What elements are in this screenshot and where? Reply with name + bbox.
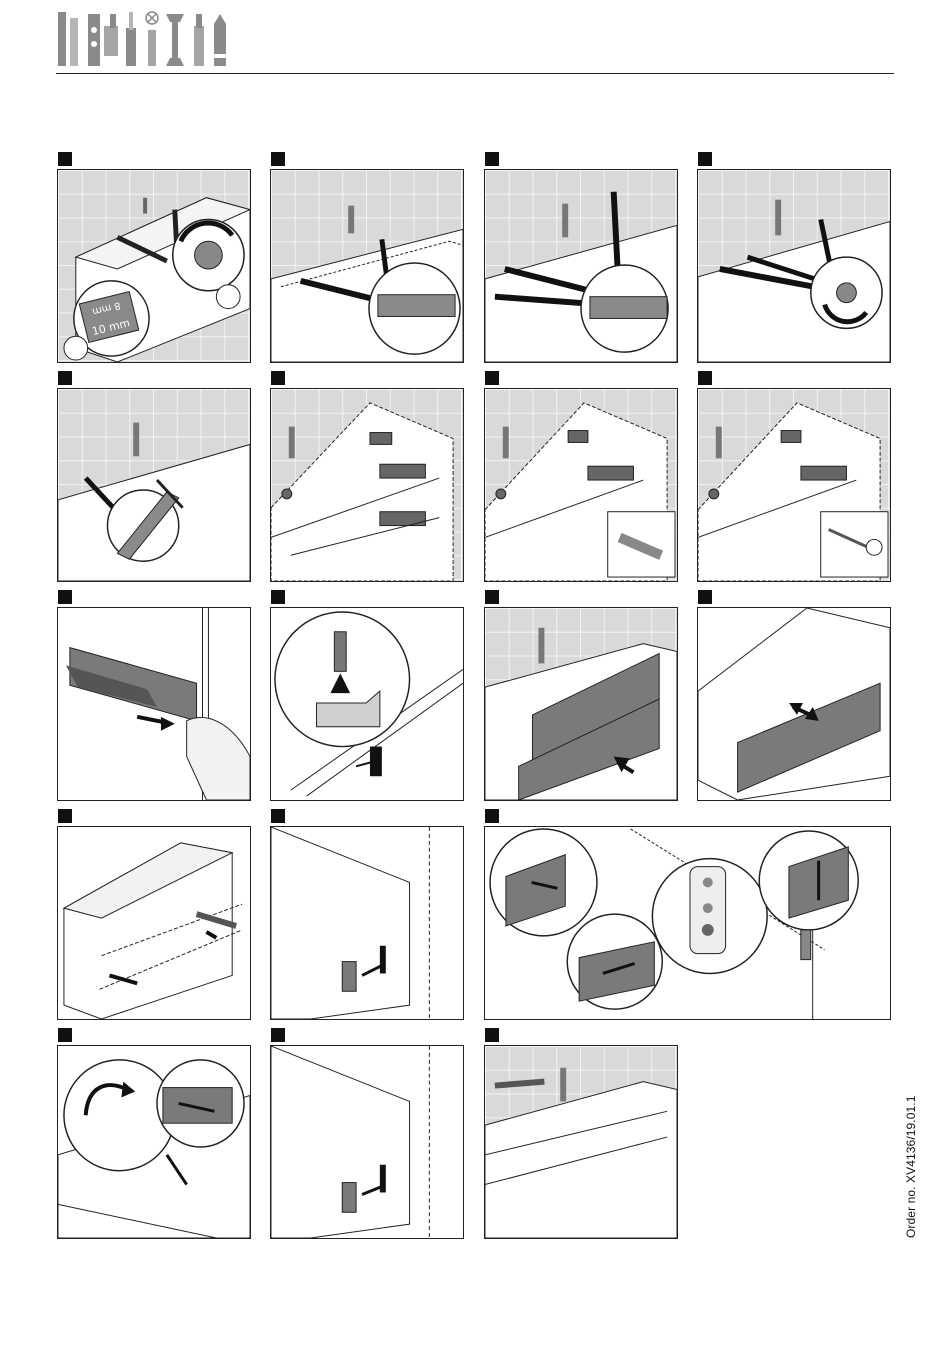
step-marker-3 (485, 152, 499, 166)
step-marker-7 (485, 371, 499, 385)
level-icon (58, 12, 78, 66)
step-8-panel (697, 388, 891, 582)
step-9-illustration (58, 608, 250, 800)
step-marker-5 (58, 371, 72, 385)
step-10-illustration (271, 608, 463, 800)
step-18-panel (484, 1045, 678, 1239)
tool-circle-icon (146, 12, 158, 66)
tool-icons-header (56, 8, 232, 70)
step-marker-4 (698, 152, 712, 166)
step-marker-9 (58, 590, 72, 604)
step-6-panel (270, 388, 464, 582)
step-marker-11 (485, 590, 499, 604)
pencil-icon (214, 14, 226, 66)
step-marker-10 (271, 590, 285, 604)
step-15-illustration (485, 827, 890, 1019)
step-1-panel: 8 mm 10 mm (57, 169, 251, 363)
drill-icon (88, 14, 118, 66)
step-16-panel (57, 1045, 251, 1239)
header-rule (56, 73, 894, 74)
step-marker-16 (58, 1028, 72, 1042)
step-8-illustration (698, 389, 890, 581)
step-6-illustration (271, 389, 463, 581)
step-14-panel (270, 826, 464, 1020)
step-4-panel (697, 169, 891, 363)
step-18-illustration (485, 1046, 677, 1238)
wrench-icon (166, 14, 184, 66)
step-marker-17 (271, 1028, 285, 1042)
step-11-panel (484, 607, 678, 801)
step-10-panel (270, 607, 464, 801)
step-1-illustration: 8 mm 10 mm (58, 170, 250, 362)
step-2-panel (270, 169, 464, 363)
step-3-illustration (485, 170, 677, 362)
step-13-panel (57, 826, 251, 1020)
step-7-panel (484, 388, 678, 582)
step-3-panel (484, 169, 678, 363)
step-marker-15 (485, 809, 499, 823)
step-marker-18 (485, 1028, 499, 1042)
step-4-illustration (698, 170, 890, 362)
step-marker-1 (58, 152, 72, 166)
step-17-illustration (271, 1046, 463, 1238)
step-marker-2 (271, 152, 285, 166)
step-marker-8 (698, 371, 712, 385)
screwdriver-icon (126, 12, 136, 66)
step-9-panel (57, 607, 251, 801)
order-number: Order no. XV4136/19.01.1 (904, 1098, 918, 1238)
step-7-illustration (485, 389, 677, 581)
step-marker-6 (271, 371, 285, 385)
step-5-panel (57, 388, 251, 582)
step-14-illustration (271, 827, 463, 1019)
step-marker-13 (58, 809, 72, 823)
caulk-icon (194, 14, 204, 66)
step-13-illustration (58, 827, 250, 1019)
step-12-panel (697, 607, 891, 801)
step-12-illustration (698, 608, 890, 800)
step-marker-14 (271, 809, 285, 823)
step-marker-12 (698, 590, 712, 604)
step-2-illustration (271, 170, 463, 362)
step-16-illustration (58, 1046, 250, 1238)
step-5-illustration (58, 389, 250, 581)
step-17-panel (270, 1045, 464, 1239)
step-15-panel (484, 826, 891, 1020)
step-11-illustration (485, 608, 677, 800)
